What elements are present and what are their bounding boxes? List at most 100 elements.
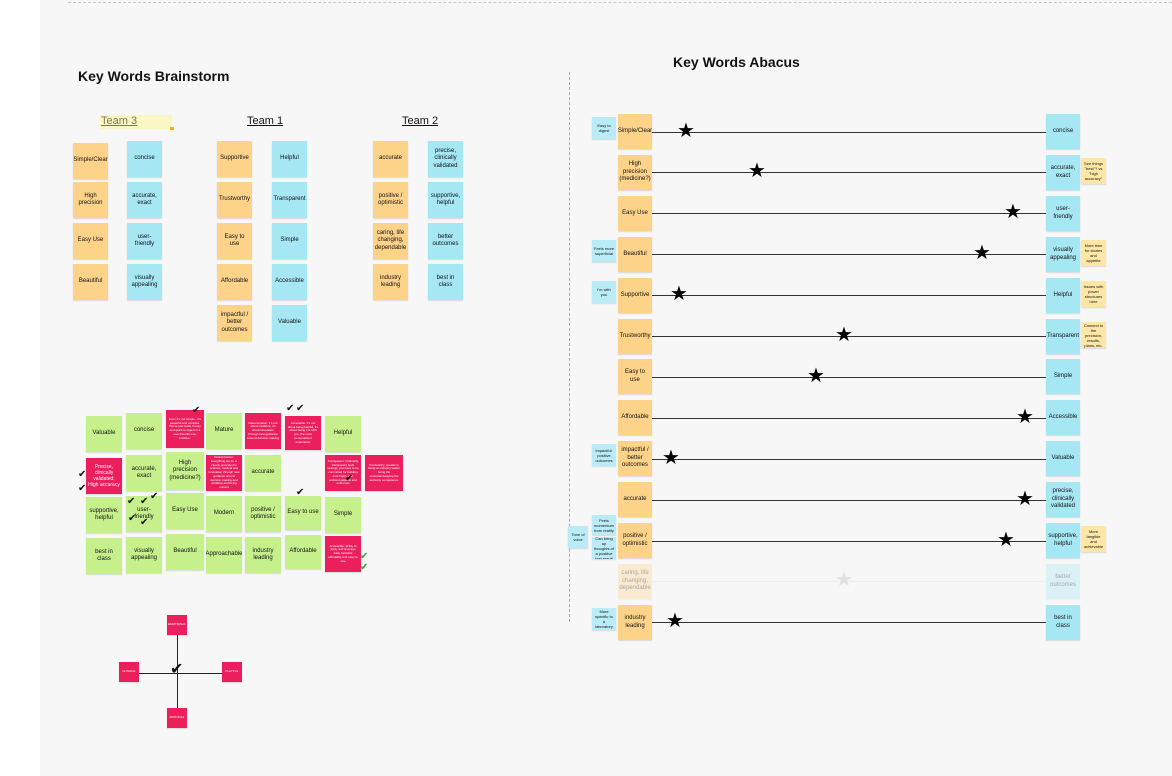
abacus-left-note[interactable]: Simple/Clear — [618, 114, 652, 149]
sticky-note-green[interactable]: visually appealing — [126, 537, 162, 573]
abacus-annotation[interactable]: Can bring up thoughts of a positive test… — [592, 537, 616, 559]
abacus-left-note[interactable]: accurate — [618, 482, 652, 517]
sticky-note-green[interactable]: Approachable — [206, 537, 242, 573]
abacus-right-note[interactable]: Accessible — [1046, 400, 1080, 435]
sticky-note-green[interactable]: concise — [126, 413, 162, 449]
team-label[interactable]: Team 2 — [402, 115, 439, 127]
sticky-note-green[interactable]: Affordable — [285, 535, 321, 569]
sticky-note-pink[interactable]: Precise, clinically validated: High accu… — [86, 458, 122, 494]
sticky-note[interactable]: Beautiful — [73, 264, 108, 300]
star-icon[interactable]: ★ — [1016, 406, 1034, 428]
abacus-annotation[interactable]: More tangible and achievable — [1081, 526, 1106, 552]
abacus-right-note[interactable]: best in class — [1046, 605, 1080, 640]
sticky-note[interactable]: Simple/Clear — [73, 143, 108, 179]
sticky-note[interactable]: Easy to use — [217, 223, 252, 259]
sticky-note-green[interactable]: industry leading — [245, 537, 281, 573]
abacus-left-note[interactable]: Trustworthy — [618, 319, 652, 354]
sticky-note[interactable]: High precision — [73, 182, 108, 218]
sticky-note-green[interactable]: Easy to use — [285, 496, 321, 530]
sticky-note-pink[interactable]: Transparent: Ordinarily transparent feel… — [325, 455, 361, 491]
sticky-note-green[interactable]: High precision (medicine?) — [166, 452, 204, 490]
sticky-note[interactable]: concise — [127, 141, 162, 177]
sticky-note[interactable]: accurate — [373, 141, 408, 177]
sticky-note-green[interactable]: Beautiful — [166, 534, 204, 570]
abacus-annotation[interactable]: Tone of voice — [568, 526, 588, 548]
sticky-note[interactable]: better outcomes — [428, 223, 463, 259]
abacus-annotation[interactable]: Impactful: positive outcomes — [592, 444, 616, 466]
sticky-note-green[interactable]: positive / optimistic — [245, 496, 281, 532]
sticky-note[interactable]: Affordable — [217, 264, 252, 300]
sticky-note-green[interactable]: Modern — [206, 496, 242, 532]
abacus-annotation[interactable]: More time for stories and appetite — [1081, 240, 1106, 266]
sticky-note[interactable]: Simple — [272, 223, 307, 259]
abacus-left-note[interactable]: Easy Use — [618, 196, 652, 231]
team-label[interactable]: Team 3 — [101, 115, 138, 127]
abacus-right-note[interactable]: concise — [1046, 114, 1080, 149]
sticky-note-green[interactable]: Mature — [206, 413, 242, 449]
abacus-annotation[interactable]: More specific to a laboratory — [592, 608, 616, 630]
sticky-note-green[interactable]: best in class — [86, 538, 122, 574]
abacus-right-note[interactable]: precise, clinically validated — [1046, 482, 1080, 517]
star-icon[interactable]: ★ — [748, 160, 766, 182]
sticky-note-green[interactable]: Valuable — [86, 416, 122, 452]
axis-label-bottom[interactable]: RATIONAL — [167, 708, 187, 728]
abacus-left-note[interactable]: High precision (medicine?) — [618, 155, 652, 190]
abacus-annotation[interactable]: I'm with you — [592, 281, 616, 303]
sticky-note[interactable]: precise, clinically validated — [428, 141, 463, 177]
sticky-note[interactable]: Transparent — [272, 182, 307, 218]
star-icon[interactable]: ★ — [997, 529, 1015, 551]
sticky-note[interactable]: user-friendly — [127, 223, 162, 259]
abacus-annotation[interactable]: See things "best"? vs "high accuracy" — [1081, 158, 1106, 184]
sticky-note-green[interactable]: Simple — [325, 497, 361, 533]
star-icon[interactable]: ★ — [973, 242, 991, 264]
abacus-left-note[interactable]: caring, life changing, dependable — [618, 564, 652, 599]
abacus-left-note[interactable]: industry leading — [618, 605, 652, 640]
sticky-note-green[interactable]: Helpful — [325, 416, 361, 452]
sticky-note-pink[interactable]: Accessible: ability to apply and leverag… — [325, 536, 361, 572]
abacus-left-note[interactable]: impactful / better outcomes — [618, 441, 652, 476]
abacus-right-note[interactable]: accurate, exact — [1046, 155, 1080, 190]
star-icon[interactable]: ★ — [662, 447, 680, 469]
abacus-left-note[interactable]: Affordable — [618, 400, 652, 435]
sticky-note-green[interactable]: user-friendly — [126, 496, 162, 532]
sticky-note-green[interactable]: accurate — [245, 455, 281, 491]
abacus-right-note[interactable]: Helpful — [1046, 278, 1080, 313]
sticky-note[interactable]: visually appealing — [127, 264, 162, 300]
sticky-note-pink[interactable]: Determination: Everything we do is clear… — [206, 455, 242, 491]
abacus-annotation[interactable]: Connect to the precision, results, plans… — [1081, 322, 1106, 348]
sticky-note-pink[interactable]: Determination: it's not about medicine, … — [245, 413, 281, 449]
team-label[interactable]: Team 1 — [247, 115, 284, 127]
abacus-right-note[interactable]: Transparent — [1046, 319, 1080, 354]
abacus-left-note[interactable]: Supportive — [618, 278, 652, 313]
sticky-note[interactable]: industry leading — [373, 264, 408, 300]
abacus-right-note[interactable]: Simple — [1046, 359, 1080, 394]
sticky-note-pink[interactable]: Even it's not simple - it's powerful and… — [166, 410, 204, 448]
sticky-note[interactable]: Easy Use — [73, 223, 108, 259]
abacus-left-note[interactable]: Easy to use — [618, 359, 652, 394]
axis-label-left[interactable]: CLINICAL — [119, 662, 139, 682]
sticky-note[interactable]: Accessible — [272, 264, 307, 300]
abacus-right-note[interactable]: visually appealing — [1046, 237, 1080, 272]
star-icon[interactable]: ★ — [1004, 201, 1022, 223]
sticky-note-green[interactable]: Easy Use — [166, 493, 204, 529]
sticky-note[interactable]: Helpful — [272, 141, 307, 177]
sticky-note[interactable]: positive / optimistic — [373, 182, 408, 218]
star-icon[interactable]: ★ — [807, 365, 825, 387]
abacus-right-note[interactable]: user-friendly — [1046, 196, 1080, 231]
sticky-note[interactable]: caring, life changing, dependable — [373, 223, 408, 259]
sticky-note[interactable]: Valuable — [272, 305, 307, 341]
sticky-note-green[interactable]: accurate, exact — [126, 455, 162, 491]
star-icon[interactable]: ★ — [835, 324, 853, 346]
star-icon[interactable]: ★ — [677, 120, 695, 142]
sticky-note[interactable]: Supportive — [217, 141, 252, 177]
abacus-right-note[interactable]: better outcomes — [1046, 564, 1080, 599]
sticky-note[interactable]: accurate, exact — [127, 182, 162, 218]
axis-label-top[interactable]: EMOTIONAL — [167, 615, 187, 635]
abacus-left-note[interactable]: positive / optimistic — [618, 523, 652, 558]
sticky-note[interactable]: best in class — [428, 264, 463, 300]
abacus-annotation[interactable]: Feels more superficial — [592, 240, 616, 262]
sticky-note-pink[interactable]: Accessible: it's not about being helpful… — [285, 416, 321, 450]
star-icon[interactable]: ★ — [666, 610, 684, 632]
star-icon[interactable]: ★ — [835, 569, 853, 591]
abacus-right-note[interactable]: supportive, helpful — [1046, 523, 1080, 558]
